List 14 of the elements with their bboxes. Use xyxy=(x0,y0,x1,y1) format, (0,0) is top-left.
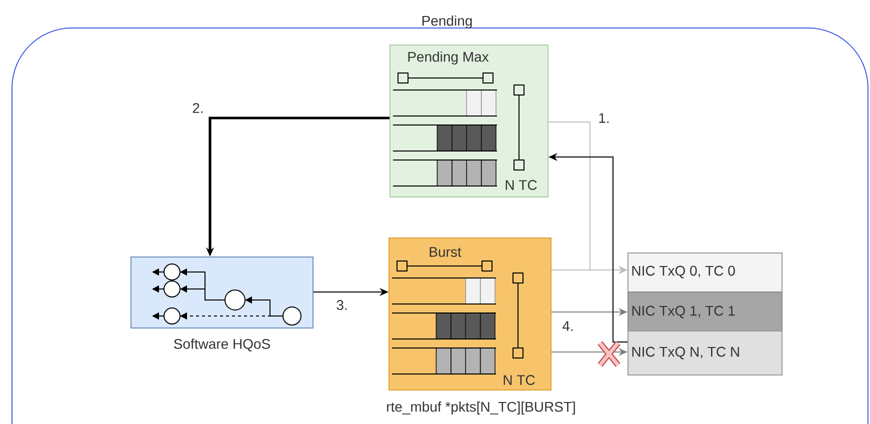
box-label: Burst xyxy=(430,247,462,257)
box-label: NIC TxQ 0, TC 0 xyxy=(632,266,735,278)
edge-label: 3. xyxy=(335,299,349,311)
edge-label: 1. xyxy=(597,112,611,124)
array-label: rte_mbuf *pkts[N_TC][BURST] xyxy=(387,401,575,415)
unit-label: N TC xyxy=(506,180,537,190)
box-label: Pending xyxy=(422,15,472,29)
box-label: Software HQoS xyxy=(174,338,270,352)
box-label: Pending Max xyxy=(408,51,489,65)
box-label: NIC TxQ 1, TC 1 xyxy=(632,306,735,318)
edge-label: 4. xyxy=(561,320,575,332)
unit-label: N TC xyxy=(504,375,535,385)
box-label: NIC TxQ N, TC N xyxy=(632,346,739,360)
edge-label: 2. xyxy=(191,102,205,114)
